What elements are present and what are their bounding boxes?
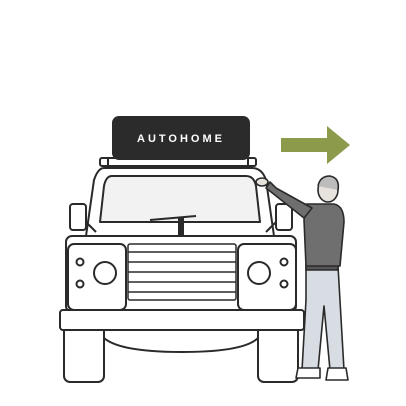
raised-arm (265, 181, 313, 219)
left-headlight (93, 261, 117, 285)
brand-logo: AUTOHOME (137, 133, 225, 145)
vehicle (59, 157, 305, 383)
arrow-shape (281, 126, 350, 164)
rooftop-tent: AUTOHOME (112, 116, 250, 160)
jeans (301, 265, 345, 371)
left-shoe (295, 367, 321, 379)
front-bumper (59, 309, 305, 331)
grille (127, 243, 237, 301)
roof-box (112, 116, 250, 160)
person (255, 175, 349, 381)
right-shoe (325, 367, 349, 381)
windshield (99, 175, 261, 223)
wiper (149, 215, 197, 221)
hand (255, 177, 269, 187)
arrow-right-icon (281, 126, 350, 164)
shirt (303, 203, 345, 267)
right-mirror (275, 203, 293, 231)
left-mirror (69, 203, 87, 231)
right-headlight (247, 261, 271, 285)
